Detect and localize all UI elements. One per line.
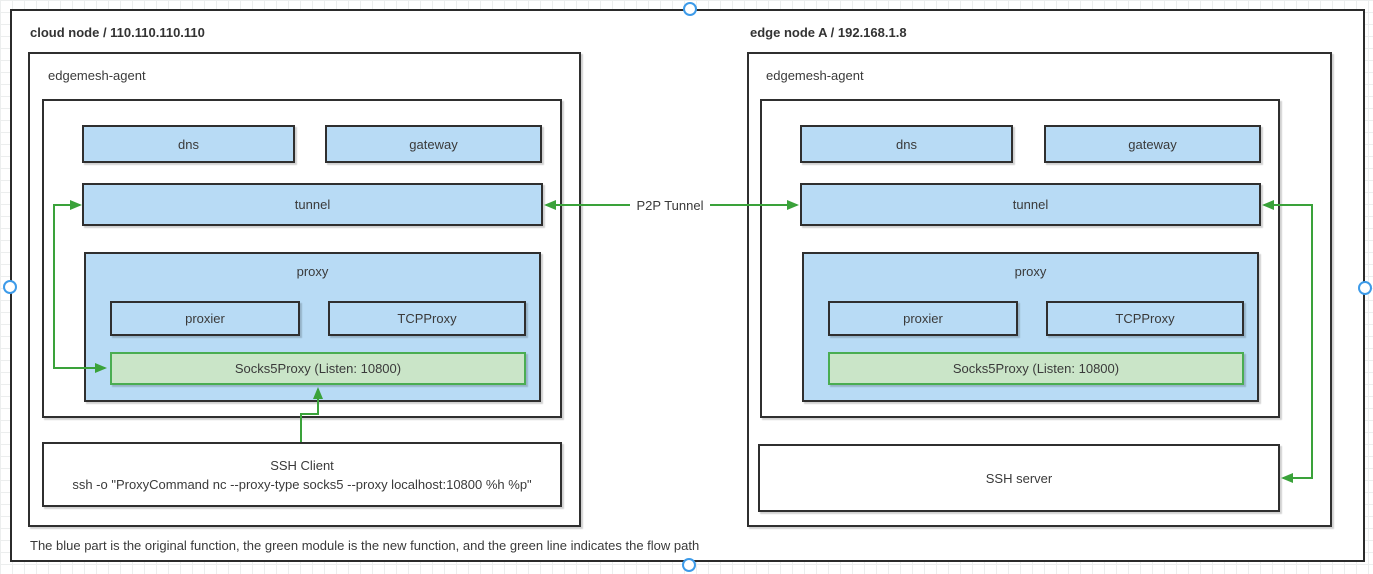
- selection-handle-top[interactable]: [683, 2, 697, 16]
- edge-gateway-label: gateway: [1128, 136, 1177, 152]
- cloud-dns-label: dns: [178, 136, 199, 152]
- edge-tcpproxy-label: TCPProxy: [1115, 311, 1175, 326]
- ssh-client-box[interactable]: SSH Client ssh -o "ProxyCommand nc --pro…: [42, 442, 562, 507]
- cloud-socks5proxy-label: Socks5Proxy (Listen: 10800): [234, 361, 402, 376]
- ssh-client-command: ssh -o "ProxyCommand nc --proxy-type soc…: [72, 476, 532, 492]
- cloud-gateway-label: gateway: [409, 136, 458, 152]
- cloud-tunnel-label: tunnel: [294, 197, 331, 212]
- edge-gateway-box[interactable]: gateway: [1044, 125, 1261, 163]
- edge-node-title: edge node A / 192.168.1.8: [750, 25, 907, 40]
- cloud-tcpproxy-box[interactable]: TCPProxy: [328, 301, 526, 336]
- edge-dns-label: dns: [896, 136, 917, 152]
- cloud-gateway-box[interactable]: gateway: [325, 125, 542, 163]
- edge-dns-box[interactable]: dns: [800, 125, 1013, 163]
- cloud-agent-label: edgemesh-agent: [48, 68, 146, 83]
- flow-line-cloud-tunnel-socks5[interactable]: [53, 200, 107, 373]
- edge-tunnel-box[interactable]: tunnel: [800, 183, 1261, 226]
- selection-handle-right[interactable]: [1358, 281, 1372, 295]
- edge-proxy-label: proxy: [1014, 264, 1047, 279]
- ssh-server-label: SSH server: [985, 470, 1053, 486]
- edge-agent-label: edgemesh-agent: [766, 68, 864, 83]
- flow-line-edge-tunnel-sshserver[interactable]: [1262, 200, 1313, 483]
- ssh-client-title: SSH Client: [270, 457, 334, 473]
- edge-tcpproxy-box[interactable]: TCPProxy: [1046, 301, 1244, 336]
- edge-proxier-label: proxier: [903, 311, 943, 326]
- selection-handle-bottom[interactable]: [682, 558, 696, 572]
- edge-socks5proxy-box[interactable]: Socks5Proxy (Listen: 10800): [828, 352, 1244, 385]
- cloud-dns-box[interactable]: dns: [82, 125, 295, 163]
- cloud-tunnel-box[interactable]: tunnel: [82, 183, 543, 226]
- cloud-proxier-label: proxier: [185, 311, 225, 326]
- edge-tunnel-label: tunnel: [1012, 197, 1049, 212]
- edge-socks5proxy-label: Socks5Proxy (Listen: 10800): [952, 361, 1120, 376]
- p2p-tunnel-label: P2P Tunnel: [630, 196, 710, 214]
- ssh-server-box[interactable]: SSH server: [758, 444, 1280, 512]
- edge-proxier-box[interactable]: proxier: [828, 301, 1018, 336]
- cloud-tcpproxy-label: TCPProxy: [397, 311, 457, 326]
- legend-caption: The blue part is the original function, …: [30, 538, 700, 553]
- cloud-socks5proxy-box[interactable]: Socks5Proxy (Listen: 10800): [110, 352, 526, 385]
- flow-line-sshclient-socks5[interactable]: [300, 387, 323, 442]
- cloud-proxy-label: proxy: [296, 264, 329, 279]
- cloud-node-title: cloud node / 110.110.110.110: [30, 25, 205, 40]
- cloud-proxier-box[interactable]: proxier: [110, 301, 300, 336]
- selection-handle-left[interactable]: [3, 280, 17, 294]
